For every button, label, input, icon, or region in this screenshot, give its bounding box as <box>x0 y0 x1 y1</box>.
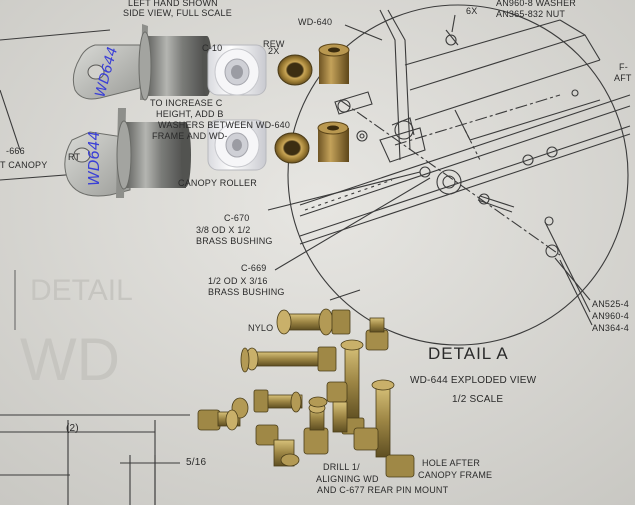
brass-bushing-c670-lower <box>317 121 349 162</box>
label-aft: AFT <box>614 73 632 83</box>
label-an525: AN525-4 <box>592 299 629 309</box>
nylon-roller-upper <box>207 44 267 96</box>
note-increase-2: HEIGHT, ADD B <box>156 109 224 119</box>
svg-text:DETAIL: DETAIL <box>30 274 133 307</box>
brass-bushing-c669-lower <box>274 132 310 164</box>
exploded-view-label: WD-644 EXPLODED VIEW <box>410 375 537 386</box>
washers <box>225 347 328 431</box>
brass-bushing-c669-upper <box>277 54 313 86</box>
dimension-2: (2) <box>66 423 79 434</box>
detail-circle <box>287 4 629 346</box>
label-canopy-roller: CANOPY ROLLER <box>178 178 257 188</box>
label-screw: REW <box>263 39 285 49</box>
note-drill-1: DRILL 1/ <box>323 462 360 472</box>
bolt-3 <box>253 389 303 413</box>
label-an960: AN960-4 <box>592 311 629 321</box>
note-drill-3: ALIGNING WD <box>316 474 379 484</box>
label-wd640: WD-640 <box>298 17 333 27</box>
label-nylon: NYLO <box>248 323 274 333</box>
label-666: -666 <box>6 146 25 156</box>
note-left-hand-2: SIDE VIEW, FULL SCALE <box>123 8 232 18</box>
svg-text:WD: WD <box>20 326 120 393</box>
note-an960-8: AN960-8 WASHER <box>496 0 576 8</box>
scale-label: 1/2 SCALE <box>452 394 504 405</box>
brass-bushing-c670-upper <box>318 43 350 84</box>
note-increase-3: WASHERS BETWEEN WD-640 <box>158 120 291 130</box>
label-f: F- <box>619 62 628 72</box>
label-c670: C-670 <box>224 213 250 223</box>
nylon-roller-lower <box>207 119 267 171</box>
label-c10: C-10 <box>202 43 223 53</box>
nut-3 <box>255 424 300 467</box>
faint-background-lettering: WD DETAIL <box>20 274 133 393</box>
note-left-hand-1: LEFT HAND SHOWN <box>128 0 218 8</box>
nut-5 <box>353 427 379 451</box>
label-rt: RT <box>68 152 81 162</box>
label-c670-size: 3/8 OD X 1/2 <box>196 225 251 235</box>
hardware-pile <box>197 308 415 478</box>
label-c669-size: 1/2 OD X 3/16 <box>208 276 268 286</box>
note-drill-2: HOLE AFTER <box>422 458 481 468</box>
note-drill-4: CANOPY FRAME <box>418 470 493 480</box>
label-c670-desc: BRASS BUSHING <box>196 236 273 246</box>
detail-title: DETAIL A <box>428 344 509 363</box>
bolt-1 <box>276 308 351 336</box>
bolt-vertical-2 <box>371 379 415 478</box>
note-increase-1: TO INCREASE C <box>150 98 223 108</box>
handwriting-lower: WD644 <box>85 131 103 186</box>
label-2x: 2X <box>268 46 280 56</box>
label-c669: C-669 <box>241 263 267 273</box>
wd644-lower-part <box>64 108 191 198</box>
nut-1 <box>365 317 389 351</box>
label-c669-desc: BRASS BUSHING <box>208 287 285 297</box>
label-canopy-left: T CANOPY <box>0 160 48 170</box>
bolt-4 <box>326 381 348 433</box>
technical-drawing <box>0 4 631 505</box>
note-increase-4: FRAME AND WD- <box>152 131 228 141</box>
note-6x: 6X <box>466 6 478 16</box>
note-an365: AN365-832 NUT <box>496 9 566 19</box>
label-an364: AN364-4 <box>592 323 629 333</box>
nut-4 <box>303 402 329 455</box>
dimension-5-16: 5/16 <box>186 457 207 468</box>
note-drill-5: AND C-677 REAR PIN MOUNT <box>317 485 449 495</box>
